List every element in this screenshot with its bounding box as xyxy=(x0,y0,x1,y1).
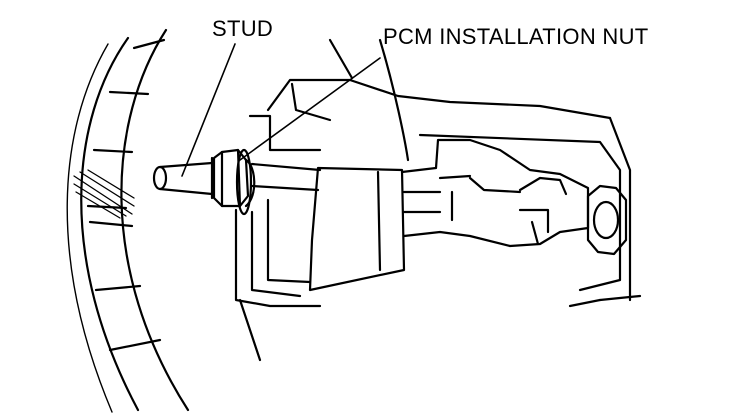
nut-leader-line xyxy=(239,57,381,161)
stud-label: STUD xyxy=(212,16,274,41)
connector xyxy=(308,138,590,292)
stud xyxy=(152,156,214,200)
pcm-installation-nut-label: PCM INSTALLATION NUT xyxy=(383,24,649,49)
bracket xyxy=(234,38,642,362)
stud-leader-line xyxy=(181,43,236,177)
leader-lines xyxy=(181,43,381,177)
hose xyxy=(66,28,190,413)
pcm-nut xyxy=(212,148,256,216)
rod xyxy=(250,162,442,214)
right-nut xyxy=(586,184,628,256)
plate xyxy=(266,133,622,292)
hose-hatching xyxy=(73,169,135,219)
